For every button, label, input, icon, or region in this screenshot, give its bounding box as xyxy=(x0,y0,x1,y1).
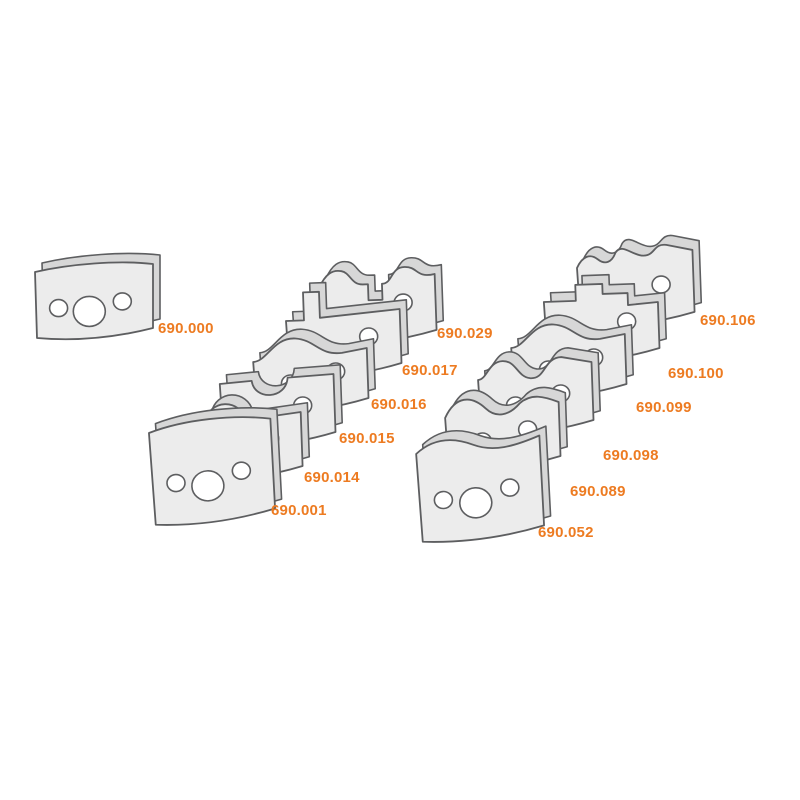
mounting-hole xyxy=(500,478,520,497)
mounting-hole xyxy=(48,298,69,318)
mounting-hole xyxy=(166,473,186,493)
mounting-hole xyxy=(433,490,454,510)
mounting-hole xyxy=(112,292,133,311)
knife-690-001 xyxy=(148,407,283,526)
mounting-hole xyxy=(458,487,493,519)
knife-690-052 xyxy=(415,425,552,543)
knife-690-000 xyxy=(34,252,161,341)
mounting-hole xyxy=(651,275,671,294)
mounting-hole xyxy=(191,470,225,502)
mounting-hole xyxy=(72,295,107,328)
mounting-hole xyxy=(231,461,252,480)
